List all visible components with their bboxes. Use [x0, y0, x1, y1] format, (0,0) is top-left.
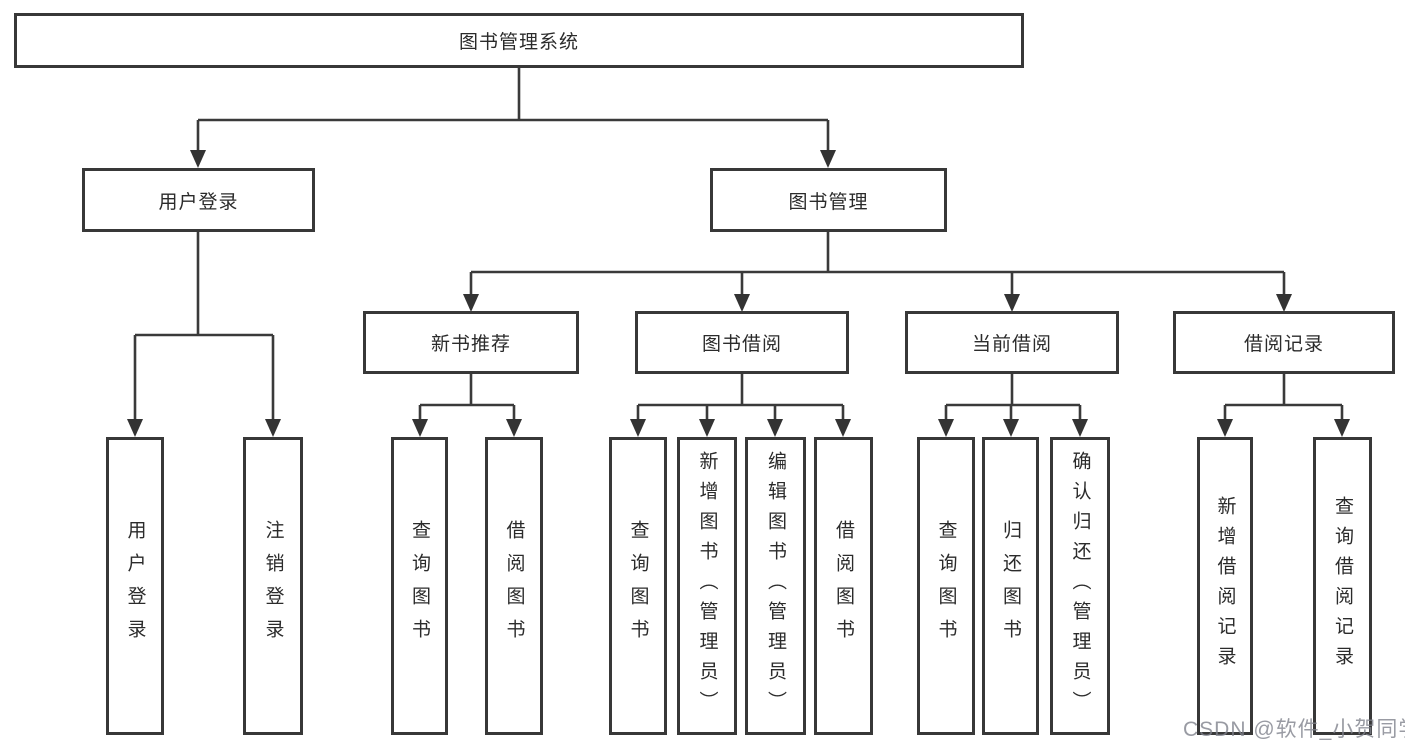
- node-label: 当前借阅: [971, 334, 1052, 355]
- node-label: 归还图书: [1000, 520, 1021, 652]
- node-book-management: 图书管理: [710, 168, 947, 232]
- leaf-confirm-return-admin: 确认归还（管理员）: [1050, 437, 1110, 735]
- leaf-add-borrow-record: 新增借阅记录: [1197, 437, 1253, 735]
- node-label: 图书管理: [788, 191, 869, 213]
- leaf-edit-books-admin: 编辑图书（管理员）: [745, 437, 806, 735]
- node-user-login: 用户登录: [82, 168, 315, 232]
- node-label: 确认归还（管理员）: [1069, 451, 1091, 721]
- leaf-logout: 注销登录: [243, 437, 303, 735]
- node-borrow-records: 借阅记录: [1173, 311, 1395, 374]
- node-book-borrow: 图书借阅: [635, 311, 849, 374]
- node-label: 新增图书（管理员）: [696, 451, 718, 721]
- node-library-management-system: 图书管理系统: [14, 13, 1024, 68]
- leaf-user-login: 用户登录: [106, 437, 164, 735]
- node-label: 查询借阅记录: [1332, 496, 1353, 676]
- node-label: 查询图书: [627, 520, 649, 652]
- leaf-query-books-recommend: 查询图书: [391, 437, 448, 735]
- node-label: 借阅图书: [503, 520, 525, 652]
- node-current-borrow: 当前借阅: [905, 311, 1119, 374]
- node-label: 用户登录: [158, 191, 239, 213]
- csdn-watermark: CSDN @软件_小贺同学: [1183, 718, 1405, 741]
- node-label: 查询图书: [409, 520, 430, 652]
- leaf-borrow-books-recommend: 借阅图书: [485, 437, 543, 735]
- node-label: 图书借阅: [701, 334, 782, 355]
- leaf-query-books-borrow: 查询图书: [609, 437, 667, 735]
- node-label: 新书推荐: [430, 334, 511, 355]
- node-label: 注销登录: [262, 520, 284, 652]
- leaf-query-borrow-record: 查询借阅记录: [1313, 437, 1372, 735]
- leaf-return-books: 归还图书: [982, 437, 1039, 735]
- leaf-borrow-books: 借阅图书: [814, 437, 873, 735]
- node-label: 新增借阅记录: [1214, 496, 1236, 676]
- node-label: 查询图书: [935, 520, 957, 652]
- node-new-book-recommend: 新书推荐: [363, 311, 579, 374]
- node-label: 借阅记录: [1243, 334, 1324, 355]
- leaf-query-books-current: 查询图书: [917, 437, 975, 735]
- node-label: 用户登录: [124, 520, 146, 652]
- leaf-add-books-admin: 新增图书（管理员）: [677, 437, 737, 735]
- node-label: 编辑图书（管理员）: [765, 451, 786, 721]
- node-label: 图书管理系统: [458, 32, 579, 53]
- node-label: 借阅图书: [833, 520, 854, 652]
